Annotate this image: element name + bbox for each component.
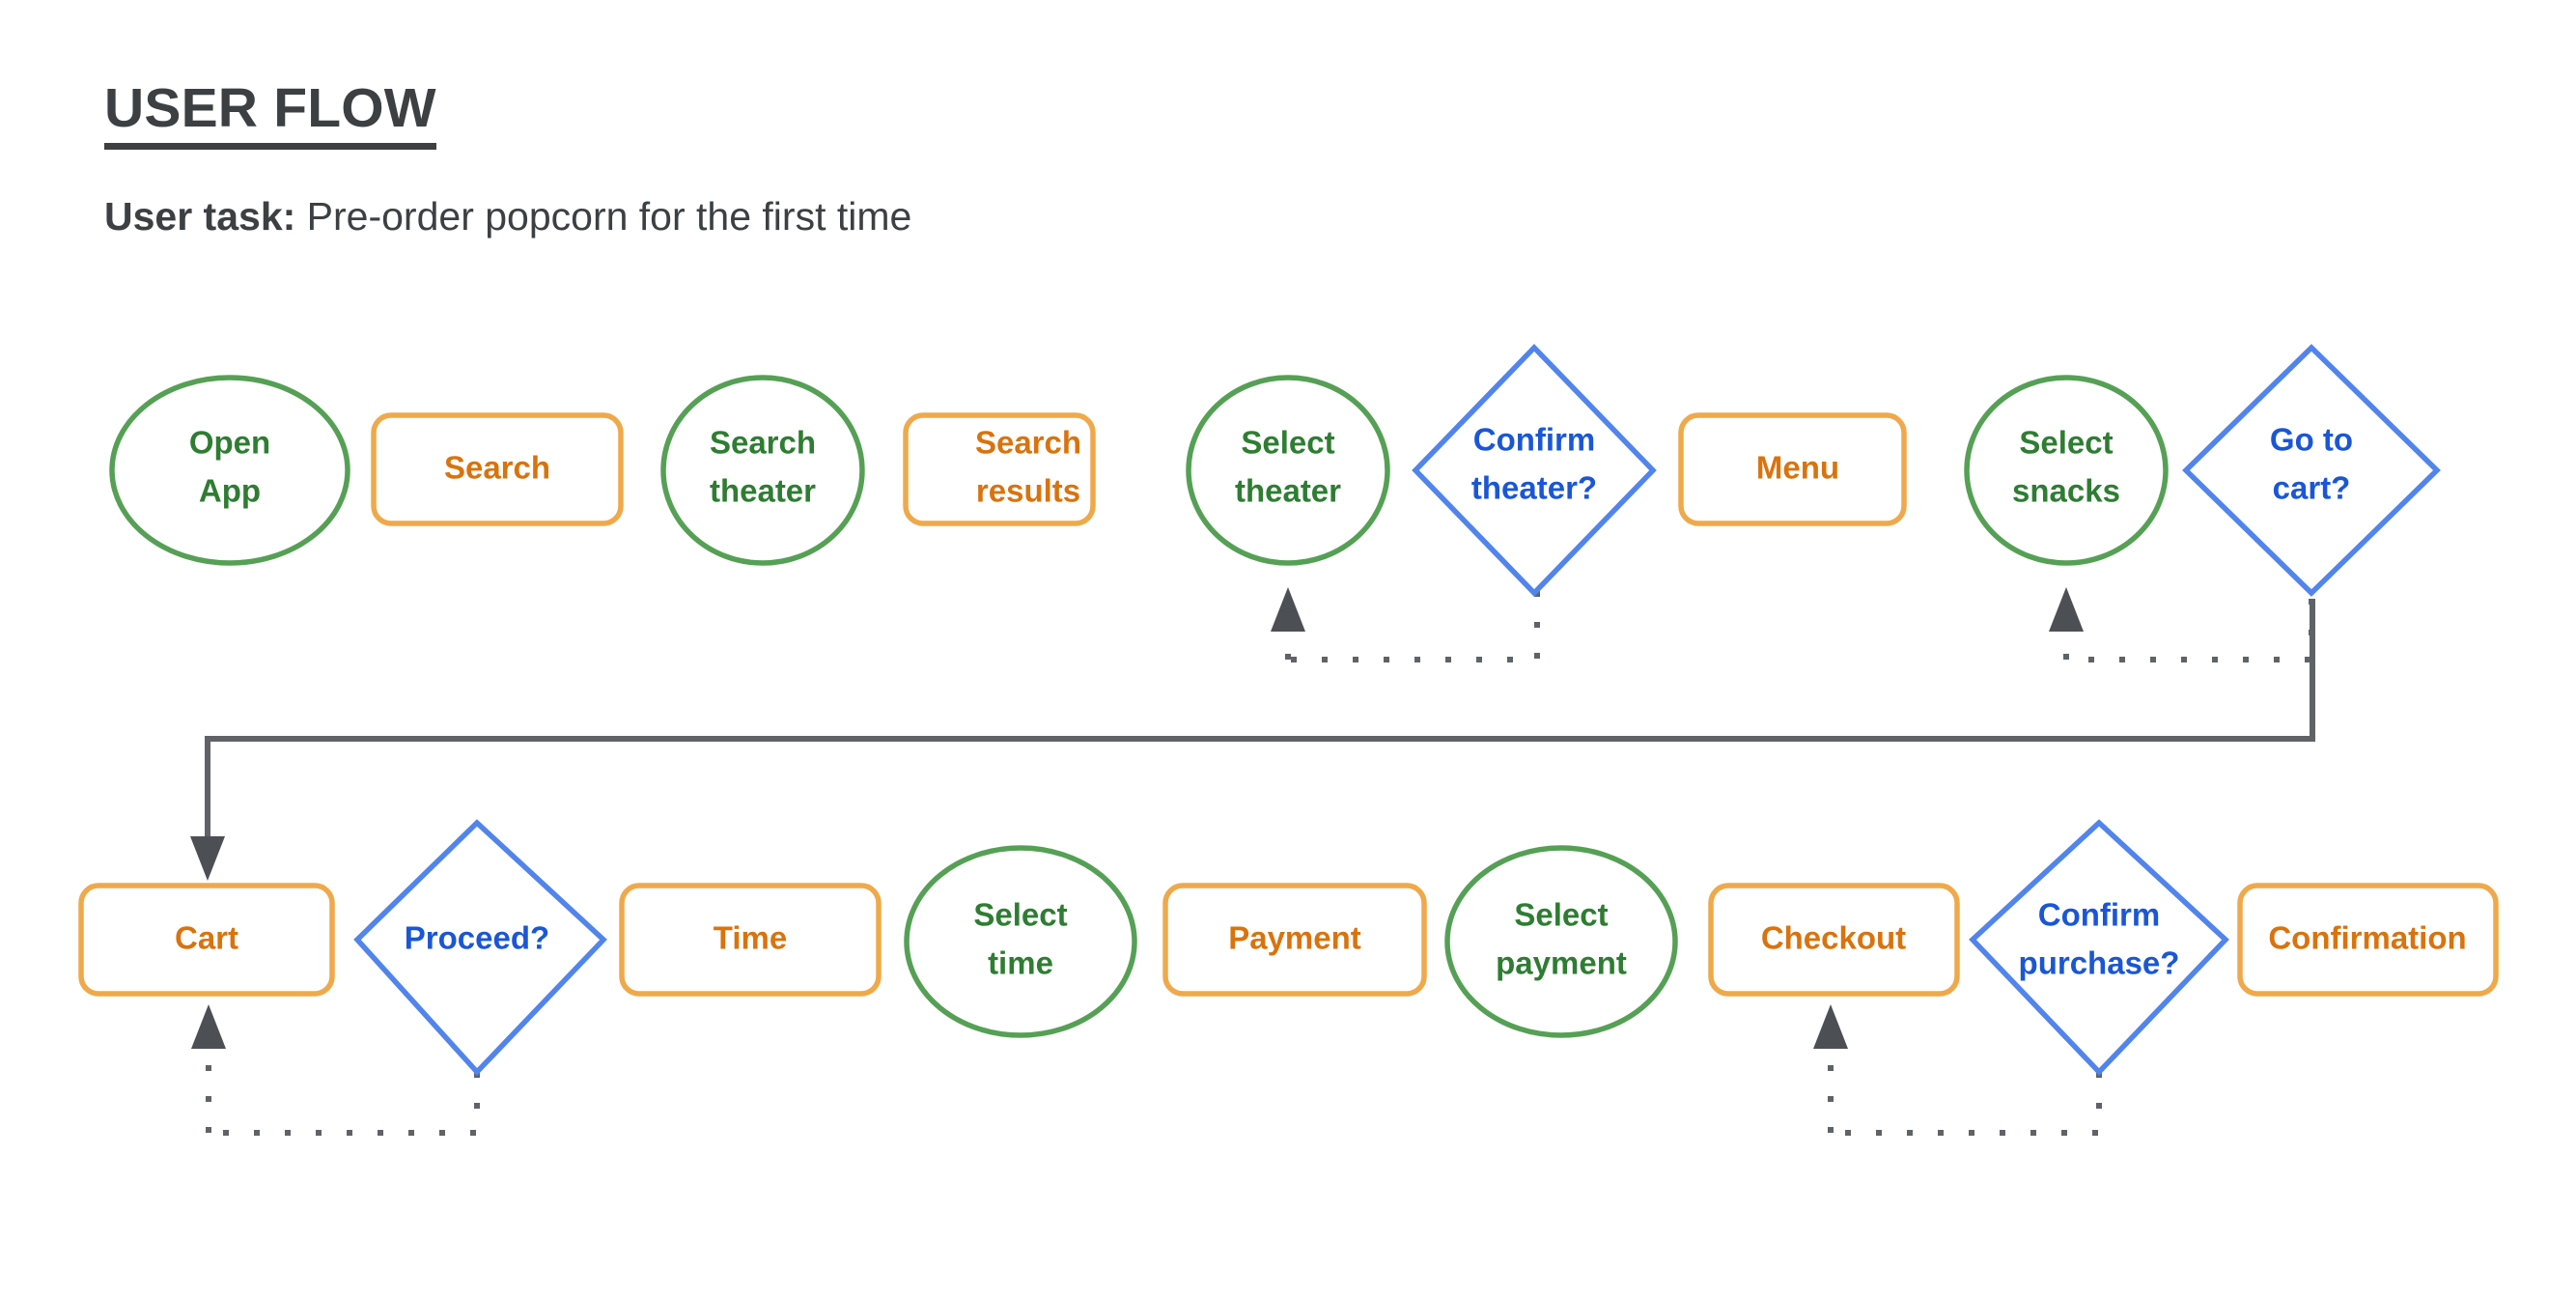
- search-results-shape[interactable]: [906, 415, 1093, 523]
- node-search[interactable]: Search: [374, 415, 621, 523]
- open-app-shape[interactable]: [112, 378, 348, 563]
- search-results-label-line-1: results: [976, 473, 1080, 509]
- node-cart[interactable]: Cart: [81, 886, 332, 994]
- header: USER FLOW User task: Pre-order popcorn f…: [104, 81, 1842, 240]
- cart-shape[interactable]: [81, 886, 332, 994]
- select-time-label-line-0: Select: [973, 897, 1067, 933]
- confirm-theater-label-line-1: theater?: [1471, 470, 1597, 506]
- connector-confirm-theater-to-select-theater: [1271, 587, 1540, 662]
- node-menu[interactable]: Menu: [1681, 415, 1904, 523]
- node-confirm-purchase[interactable]: Confirm purchase?: [1973, 823, 2226, 1072]
- proceed-shape[interactable]: [357, 823, 603, 1072]
- confirm-theater-shape[interactable]: [1415, 348, 1653, 593]
- node-payment[interactable]: Payment: [1165, 886, 1424, 994]
- select-theater-label-line-0: Select: [1241, 425, 1334, 461]
- open-app-label-line-0: Open: [189, 425, 270, 461]
- node-confirm-theater[interactable]: Confirm theater?: [1415, 348, 1653, 593]
- select-snacks-label-line-0: Select: [2019, 425, 2113, 461]
- node-proceed[interactable]: Proceed?: [357, 823, 603, 1072]
- confirm-purchase-shape[interactable]: [1973, 823, 2226, 1072]
- node-search-theater[interactable]: Search theater: [663, 378, 862, 563]
- payment-shape[interactable]: [1165, 886, 1424, 994]
- select-payment-shape[interactable]: [1447, 848, 1675, 1035]
- search-theater-label-line-0: Search: [710, 425, 816, 461]
- connector-go-to-cart-to-cart: [190, 599, 2315, 881]
- go-to-cart-shape[interactable]: [2186, 348, 2437, 593]
- select-theater-label-line-1: theater: [1235, 473, 1341, 509]
- node-select-snacks[interactable]: Select snacks: [1967, 378, 2166, 563]
- search-theater-shape[interactable]: [663, 378, 862, 563]
- cart-label-line-0: Cart: [175, 920, 238, 956]
- time-label-line-0: Time: [714, 920, 787, 956]
- node-select-time[interactable]: Select time: [907, 848, 1134, 1035]
- connector-proceed-to-cart: [191, 1004, 480, 1136]
- checkout-shape[interactable]: [1711, 886, 1957, 994]
- confirmation-label-line-0: Confirmation: [2268, 920, 2466, 956]
- go-to-cart-label-line-1: cart?: [2273, 470, 2351, 506]
- confirm-theater-label-line-0: Confirm: [1473, 422, 1596, 458]
- node-select-theater[interactable]: Select theater: [1189, 378, 1387, 563]
- go-to-cart-label-line-0: Go to: [2270, 422, 2353, 458]
- node-confirmation[interactable]: Confirmation: [2240, 886, 2496, 994]
- select-time-label-line-1: time: [988, 945, 1053, 981]
- checkout-label-line-0: Checkout: [1761, 920, 1906, 956]
- confirmation-shape[interactable]: [2240, 886, 2496, 994]
- search-theater-label-line-1: theater: [710, 473, 816, 509]
- user-task-line: User task: Pre-order popcorn for the fir…: [104, 193, 1842, 240]
- select-payment-label-line-0: Select: [1514, 897, 1608, 933]
- proceed-label-line-0: Proceed?: [405, 920, 549, 956]
- confirm-purchase-label-line-0: Confirm: [2038, 897, 2161, 933]
- select-time-shape[interactable]: [907, 848, 1134, 1035]
- page-title: USER FLOW: [104, 81, 436, 150]
- time-shape[interactable]: [622, 886, 879, 994]
- payment-label-line-0: Payment: [1228, 920, 1361, 956]
- confirm-purchase-label-line-1: purchase?: [2019, 945, 2180, 981]
- node-select-payment[interactable]: Select payment: [1447, 848, 1675, 1035]
- connector-go-to-cart-to-select-snacks: [2049, 587, 2314, 662]
- node-checkout[interactable]: Checkout: [1711, 886, 1957, 994]
- connector-confirm-purchase-to-checkout: [1813, 1004, 2102, 1136]
- node-search-results[interactable]: Search results: [906, 415, 1093, 523]
- select-theater-shape[interactable]: [1189, 378, 1387, 563]
- search-results-label-line-0: Search: [975, 425, 1081, 461]
- node-go-to-cart[interactable]: Go to cart?: [2186, 348, 2437, 593]
- node-open-app[interactable]: Open App: [112, 378, 348, 563]
- menu-shape[interactable]: [1681, 415, 1904, 523]
- search-shape[interactable]: [374, 415, 621, 523]
- node-time[interactable]: Time: [622, 886, 879, 994]
- user-task-label: User task:: [104, 194, 296, 239]
- select-payment-label-line-1: payment: [1496, 945, 1627, 981]
- menu-label-line-0: Menu: [1756, 450, 1839, 486]
- select-snacks-shape[interactable]: [1967, 378, 2166, 563]
- open-app-label-line-1: App: [199, 473, 261, 509]
- select-snacks-label-line-1: snacks: [2012, 473, 2120, 509]
- user-task-value: Pre-order popcorn for the first time: [295, 194, 912, 239]
- search-label-line-0: Search: [444, 450, 550, 486]
